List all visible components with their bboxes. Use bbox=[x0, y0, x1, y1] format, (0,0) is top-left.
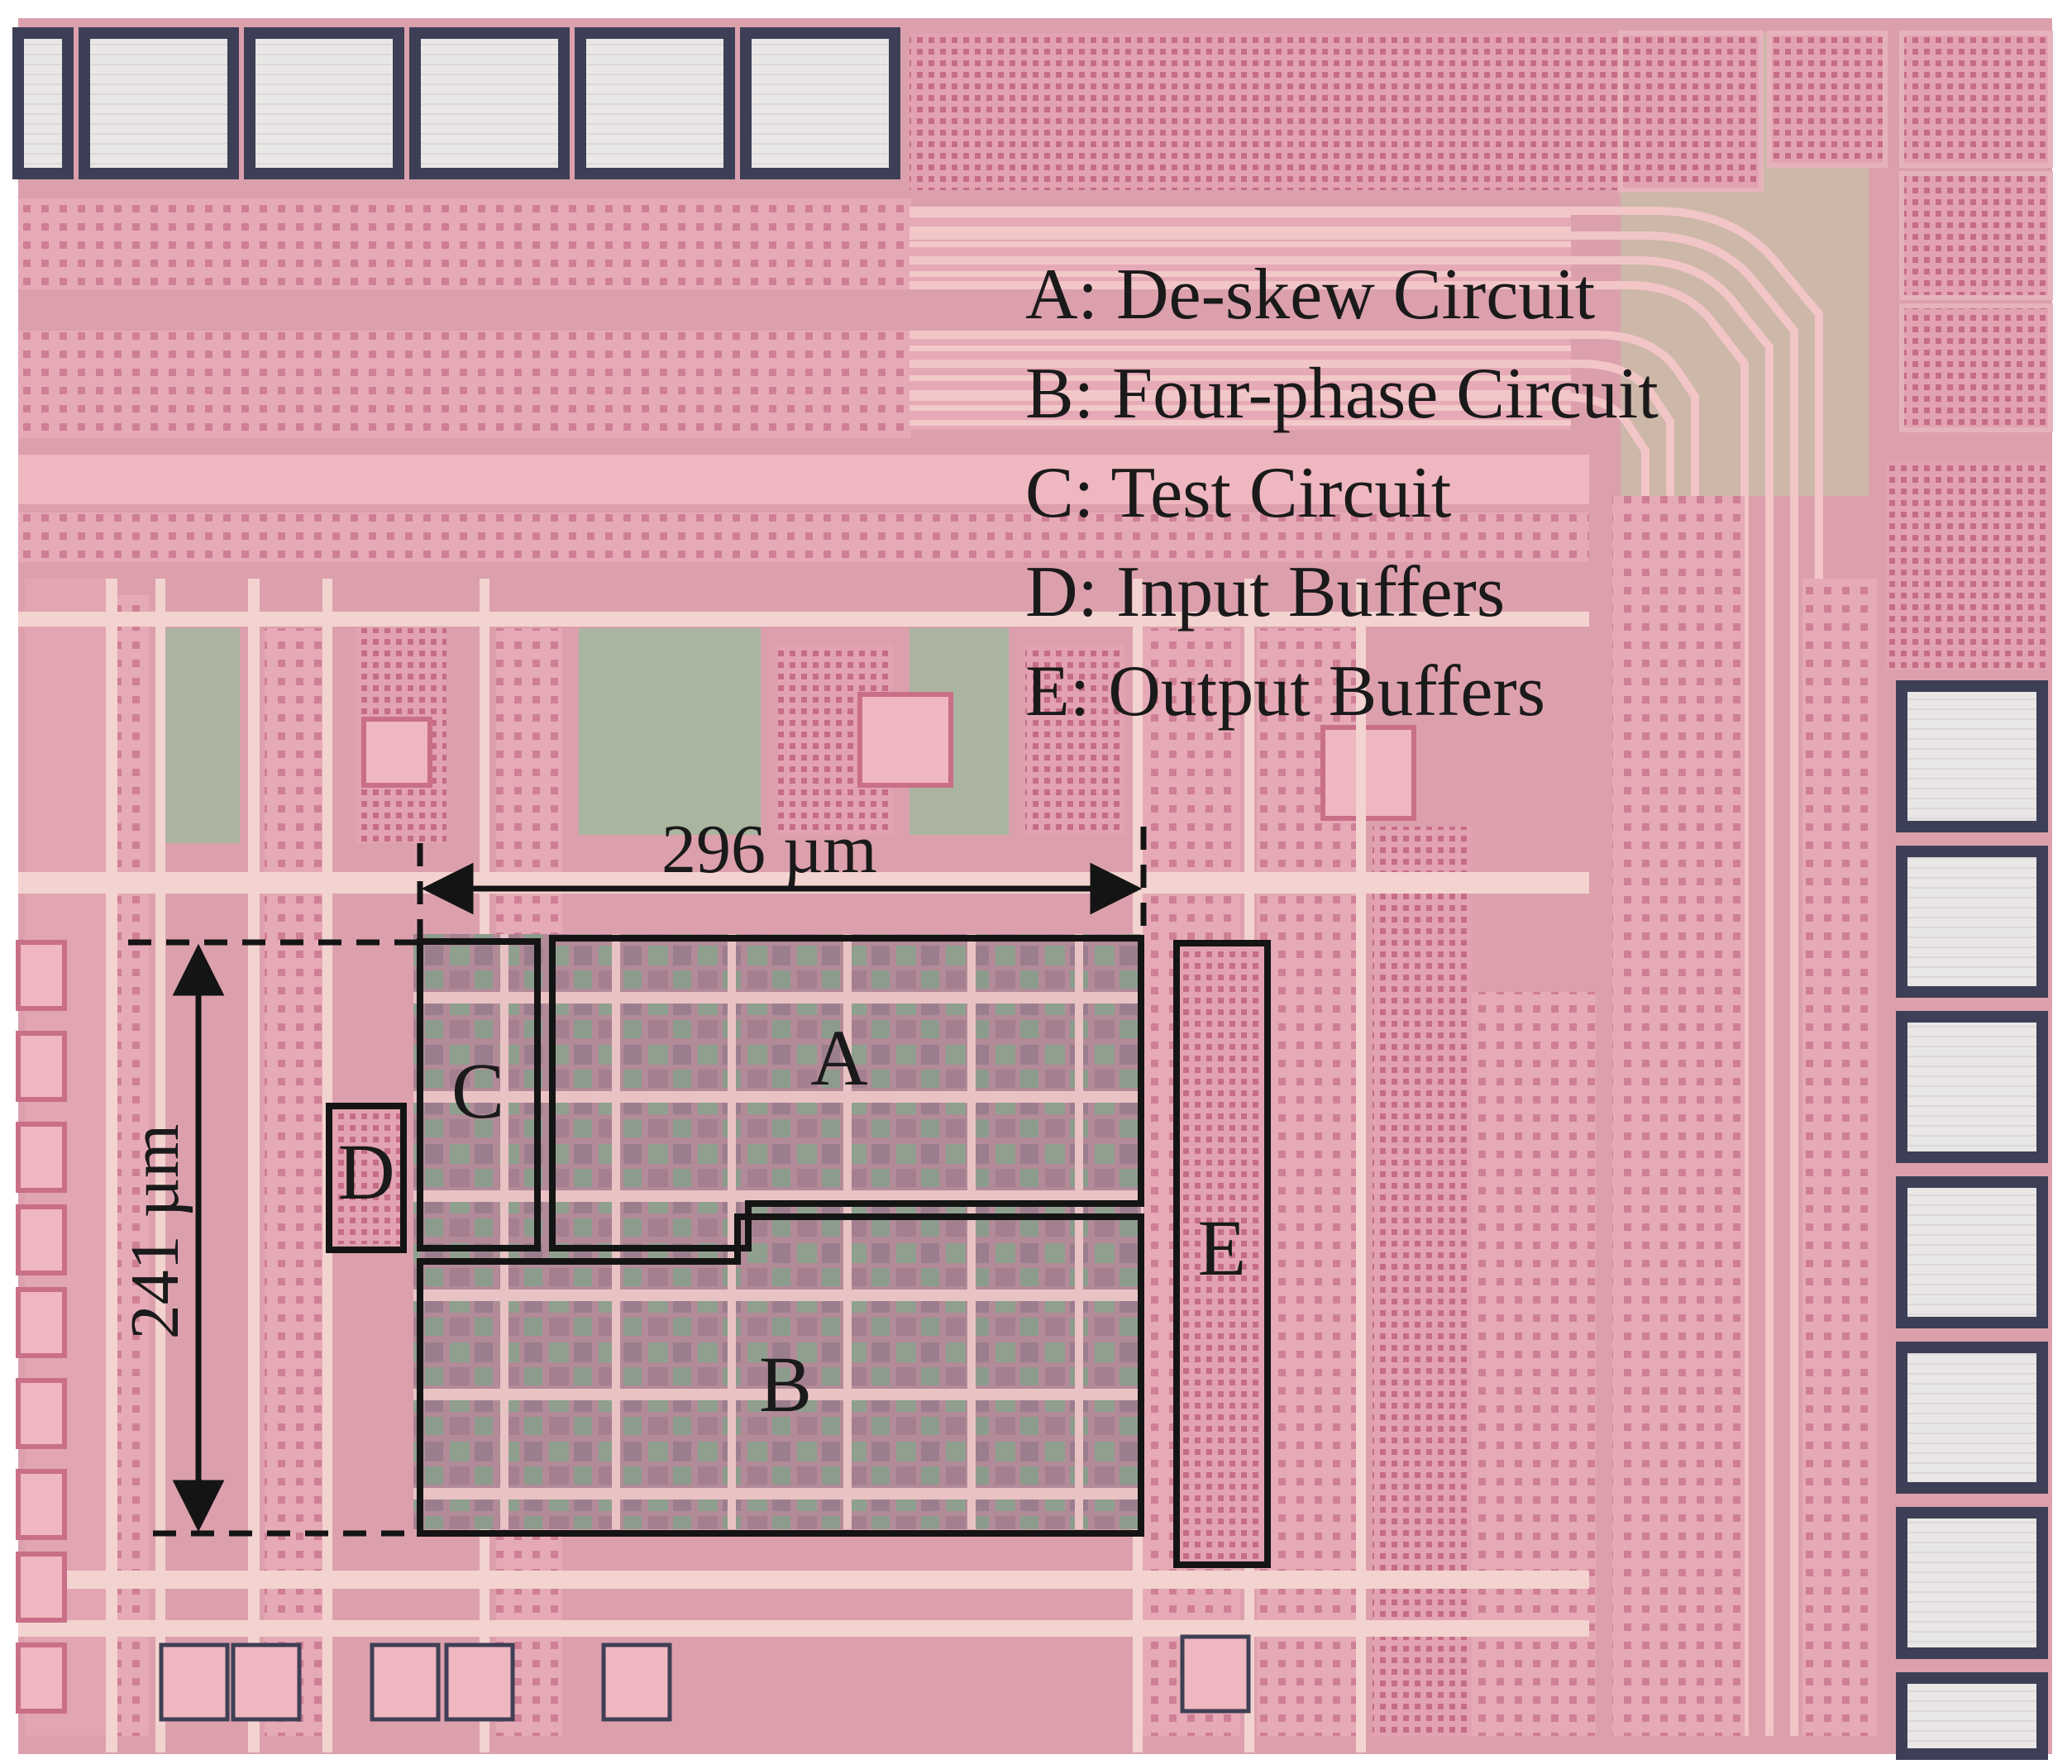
block-a-label: A bbox=[810, 1013, 867, 1102]
block-c-outline bbox=[417, 938, 541, 1251]
block-a-outline bbox=[549, 935, 1144, 1251]
block-c-label: C bbox=[451, 1046, 504, 1135]
legend-b: B: Four-phase Circuit bbox=[1025, 354, 1659, 434]
core-straps bbox=[413, 934, 1141, 1529]
power-via-arrays bbox=[909, 31, 2053, 670]
legend-c: C: Test Circuit bbox=[1025, 453, 1451, 533]
corner-bus-lines bbox=[909, 207, 1823, 1736]
block-outlines bbox=[326, 935, 1271, 1568]
legend-a: A: De-skew Circuit bbox=[1025, 255, 1595, 335]
legend: A: De-skew Circuit B: Four-phase Circuit… bbox=[1025, 255, 1659, 732]
width-label: 296 µm bbox=[661, 811, 877, 888]
legend-e: E: Output Buffers bbox=[1025, 651, 1545, 732]
top-bond-pads bbox=[12, 27, 900, 179]
block-b-label: B bbox=[759, 1340, 812, 1428]
block-b-outline bbox=[417, 1213, 1144, 1537]
block-d-outline bbox=[326, 1103, 407, 1253]
right-via-column-2 bbox=[1802, 579, 1877, 1736]
block-e-label: E bbox=[1198, 1204, 1247, 1292]
core-region-e bbox=[1174, 942, 1265, 1562]
height-label: 241 µm bbox=[117, 1124, 193, 1340]
bottom-cells bbox=[159, 1634, 1251, 1722]
left-edge-cells bbox=[16, 940, 67, 1714]
io-ring-rows bbox=[18, 198, 1589, 562]
block-d-label: D bbox=[337, 1128, 394, 1216]
right-bond-pads bbox=[1896, 680, 2048, 1760]
legend-d: D: Input Buffers bbox=[1025, 552, 1505, 632]
core-region bbox=[413, 934, 1141, 1529]
core-region-d bbox=[331, 1108, 401, 1244]
width-dimension bbox=[417, 827, 1147, 938]
right-via-column bbox=[1612, 496, 1745, 1736]
block-e-outline bbox=[1173, 940, 1271, 1568]
height-dimension bbox=[128, 939, 418, 1537]
